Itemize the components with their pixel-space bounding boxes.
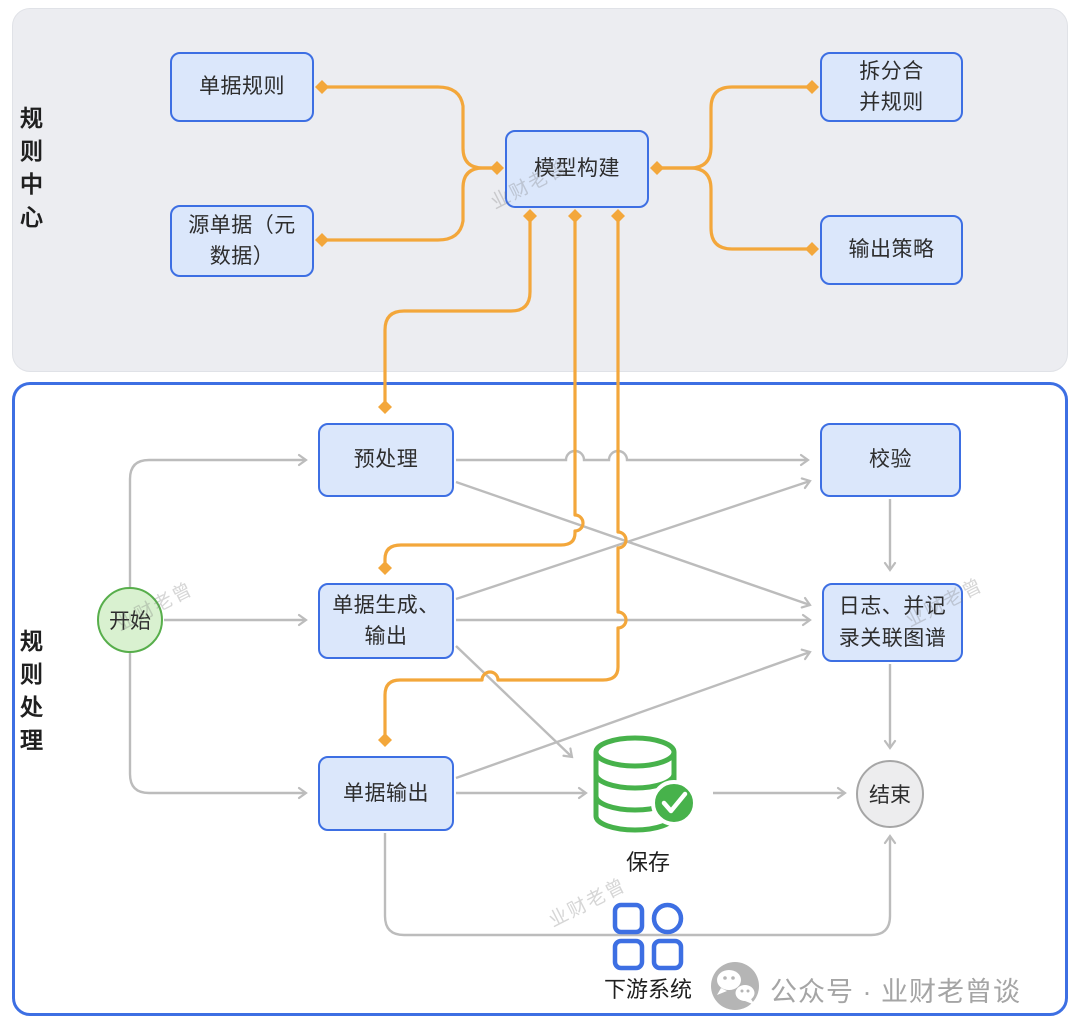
node-split-merge-rules: 拆分合 并规则 xyxy=(820,52,963,122)
node-source-doc: 源单据（元 数据） xyxy=(170,205,314,277)
footer-wechat-text: 公众号 · 业财老曾谈 xyxy=(770,977,1021,1007)
node-end: 结束 xyxy=(856,760,924,828)
node-start: 开始 xyxy=(97,587,163,653)
node-doc-rules: 单据规则 xyxy=(170,52,314,122)
node-doc-generate-output: 单据生成、 输出 xyxy=(318,583,454,659)
node-doc-output: 单据输出 xyxy=(318,756,454,831)
node-validate: 校验 xyxy=(820,423,961,497)
caption-downstream-system: 下游系统 xyxy=(603,977,692,1002)
node-preprocess: 预处理 xyxy=(318,423,454,497)
section-label-rule-center: 规则中心 xyxy=(20,105,43,230)
node-log-graph: 日志、并记 录关联图谱 xyxy=(822,583,963,662)
node-output-strategy: 输出策略 xyxy=(820,215,963,285)
node-model-build: 模型构建 xyxy=(505,130,649,208)
caption-save: 保存 xyxy=(625,850,670,875)
section-label-rule-process: 规则处理 xyxy=(20,628,43,753)
